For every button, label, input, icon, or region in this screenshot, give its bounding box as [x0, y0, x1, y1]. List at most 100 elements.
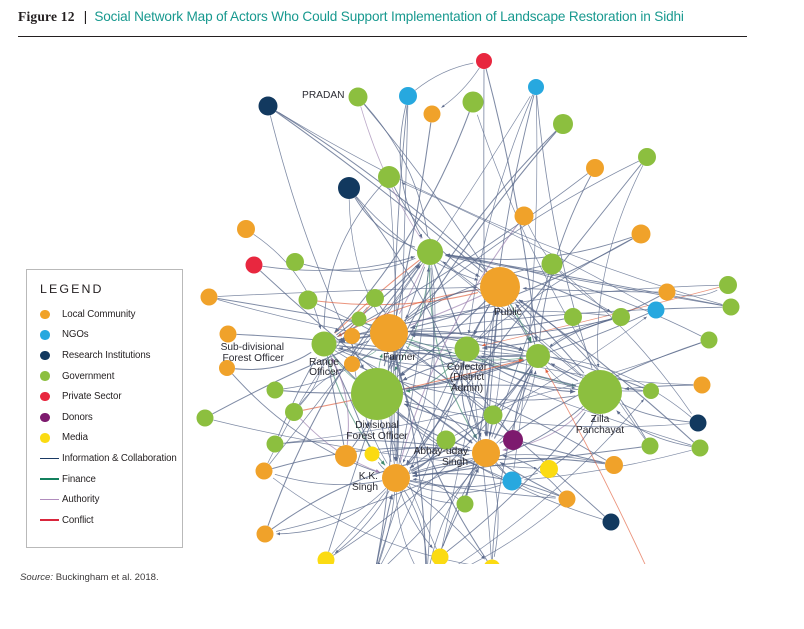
- network-node[interactable]: [643, 383, 659, 399]
- network-node[interactable]: [344, 328, 360, 344]
- network-node[interactable]: [258, 96, 278, 116]
- network-node-collector-district-admin-[interactable]: [454, 336, 480, 362]
- network-node[interactable]: [344, 356, 360, 372]
- line-swatch: [40, 478, 62, 480]
- network-node[interactable]: [317, 551, 335, 565]
- network-edge: [232, 373, 381, 474]
- network-node[interactable]: [700, 331, 718, 349]
- network-node[interactable]: [417, 239, 443, 265]
- network-edge: [403, 489, 428, 564]
- network-node[interactable]: [484, 559, 501, 565]
- network-node-divisional-forest-officer[interactable]: [351, 368, 403, 420]
- network-edge: [480, 355, 643, 392]
- network-node[interactable]: [503, 430, 523, 450]
- network-edge: [379, 305, 386, 313]
- network-node[interactable]: [366, 289, 384, 307]
- network-node[interactable]: [364, 446, 380, 462]
- network-node[interactable]: [338, 177, 360, 199]
- network-node[interactable]: [378, 166, 400, 188]
- network-node[interactable]: [612, 308, 630, 326]
- network-node[interactable]: [483, 405, 503, 425]
- network-node[interactable]: [553, 114, 573, 134]
- legend-heading: LEGEND: [40, 282, 104, 296]
- network-node-layer: [196, 53, 740, 565]
- network-node[interactable]: [237, 220, 255, 238]
- network-node[interactable]: [219, 360, 235, 376]
- network-node[interactable]: [689, 414, 707, 432]
- network-node[interactable]: [558, 490, 576, 508]
- network-edge: [409, 341, 692, 446]
- network-node[interactable]: [436, 430, 456, 450]
- network-edge: [552, 357, 692, 418]
- network-edge: [411, 447, 441, 472]
- network-node[interactable]: [514, 206, 534, 226]
- network-node[interactable]: [219, 325, 237, 343]
- network-node[interactable]: [456, 495, 474, 513]
- network-node[interactable]: [540, 460, 558, 478]
- network-node[interactable]: [541, 253, 563, 275]
- line-swatch: [40, 498, 62, 501]
- network-node[interactable]: [526, 344, 550, 368]
- network-node-zilla-panchayat[interactable]: [578, 370, 622, 414]
- network-node[interactable]: [658, 283, 676, 301]
- network-node-range-officer[interactable]: [311, 331, 337, 357]
- network-edge: [513, 368, 532, 430]
- network-edge: [377, 492, 395, 564]
- network-node[interactable]: [256, 525, 274, 543]
- network-edge: [275, 111, 483, 273]
- network-edge: [330, 357, 349, 446]
- network-node[interactable]: [693, 376, 711, 394]
- network-node[interactable]: [298, 290, 318, 310]
- network-edge: [491, 369, 533, 560]
- network-node[interactable]: [528, 79, 544, 95]
- network-edge: [299, 368, 343, 405]
- legend-item-ngos: NGOs: [27, 325, 182, 346]
- network-node[interactable]: [602, 513, 620, 531]
- network-node[interactable]: [586, 159, 604, 177]
- network-node-public[interactable]: [480, 267, 520, 307]
- network-node[interactable]: [647, 301, 665, 319]
- network-node[interactable]: [200, 288, 218, 306]
- network-node[interactable]: [691, 439, 709, 457]
- network-node[interactable]: [638, 148, 656, 166]
- network-node[interactable]: [266, 381, 284, 399]
- network-node[interactable]: [641, 437, 659, 455]
- network-edge: [445, 254, 723, 306]
- network-edge: [429, 464, 478, 564]
- network-node[interactable]: [476, 53, 492, 69]
- network-node-farmer[interactable]: [370, 314, 408, 352]
- network-node[interactable]: [286, 253, 304, 271]
- network-node[interactable]: [631, 224, 651, 244]
- network-node[interactable]: [722, 298, 740, 316]
- network-edge: [271, 453, 470, 530]
- network-edge: [407, 486, 485, 560]
- network-edge: [403, 403, 606, 464]
- network-node[interactable]: [462, 91, 484, 113]
- network-node[interactable]: [351, 311, 367, 327]
- network-edge: [415, 62, 474, 91]
- network-node[interactable]: [423, 105, 441, 123]
- network-node[interactable]: [605, 456, 623, 474]
- legend-item-label: Donors: [62, 411, 93, 423]
- network-edge: [356, 196, 479, 281]
- network-node[interactable]: [335, 445, 357, 467]
- network-node-k-k-singh[interactable]: [382, 464, 410, 492]
- network-edge: [405, 313, 649, 390]
- network-node[interactable]: [502, 471, 522, 491]
- network-node[interactable]: [564, 308, 582, 326]
- network-edge: [549, 318, 613, 347]
- network-node[interactable]: [266, 435, 284, 453]
- network-node[interactable]: [245, 256, 263, 274]
- network-node-abhay-uday-singh[interactable]: [472, 439, 500, 467]
- network-node[interactable]: [719, 276, 737, 294]
- network-node[interactable]: [196, 409, 214, 427]
- network-node[interactable]: [399, 87, 417, 105]
- network-node[interactable]: [255, 462, 273, 480]
- legend-item-label: Conflict: [62, 514, 94, 526]
- network-node-pradan[interactable]: [348, 87, 368, 107]
- network-node[interactable]: [431, 548, 449, 565]
- network-node[interactable]: [285, 403, 303, 421]
- network-edge: [441, 309, 496, 549]
- network-edge: [409, 483, 501, 494]
- network-edge: [409, 472, 538, 488]
